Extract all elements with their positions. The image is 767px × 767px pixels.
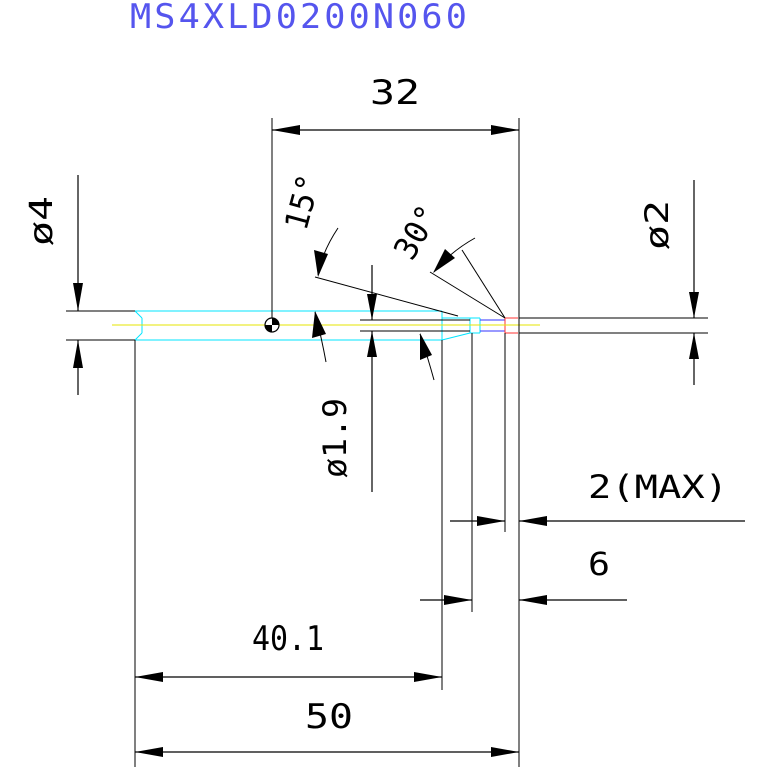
tool-body [112,310,540,341]
dimension-effective-length: 6 [420,333,627,612]
dimension-neck-diameter: ø1.9 [316,265,377,492]
dimension-tip-length-max: 2(MAX) [450,333,745,532]
dimension-tip-diameter: ø2 [519,180,708,385]
angle-15: 15° [277,170,459,363]
dimension-overall-length: 50 [135,697,519,757]
dimension-shank-diameter-label: ø4 [22,196,60,246]
center-mark-icon [264,317,280,333]
dimension-32-label: 32 [370,73,420,113]
dimension-shank-diameter: ø4 [22,175,135,395]
dimension-effective-length-label: 6 [588,545,610,583]
dimension-tip-length-max-label: 2(MAX) [588,468,728,506]
angle-15-label: 15° [277,170,328,234]
dimension-body-length: 40.1 [134,340,443,767]
angle-30-label: 30° [386,199,447,266]
dimension-tip-diameter-label: ø2 [638,200,676,250]
dimension-overall-length-label: 50 [305,697,353,737]
dimension-body-length-label: 40.1 [252,619,324,659]
dimension-32: 32 [271,73,520,767]
dimension-neck-diameter-label: ø1.9 [316,398,354,478]
part-number-title: MS4XLD0200N060 [130,0,470,37]
angle-30: 30° [386,199,506,381]
